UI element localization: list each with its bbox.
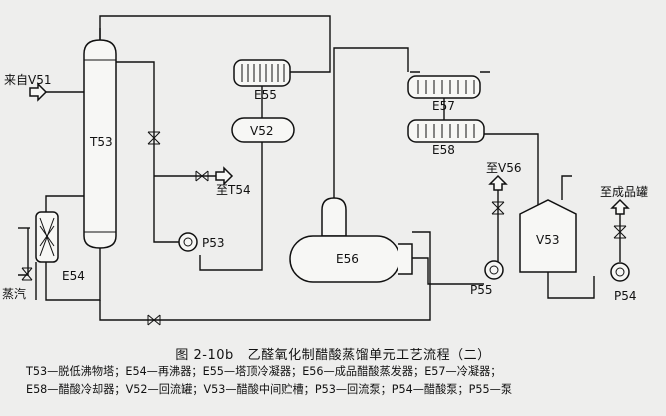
t53-overhead-vapor-line — [99, 15, 331, 73]
legend-line-1: T53—脱低沸物塔；E54—再沸器；E55—塔顶冷凝器；E56—成品醋酸蒸发器；… — [26, 365, 502, 378]
reflux-line — [115, 61, 186, 243]
e55-condenser: E55 — [233, 59, 291, 102]
to-product-arrow — [610, 198, 630, 215]
v53-tank: V53 — [519, 199, 577, 273]
v53-to-p54-line — [547, 270, 595, 299]
p54-label: P54 — [614, 289, 637, 303]
piping — [18, 15, 621, 321]
feed-arrow — [29, 82, 48, 102]
p53-label: P53 — [202, 236, 225, 250]
p55-label: P55 — [470, 283, 493, 297]
figure-caption: 图 2-10b 乙醛氧化制醋酸蒸馏单元工艺流程（二） — [0, 344, 666, 363]
e57-condenser: E57 — [407, 75, 481, 113]
e56-evaporator: E56 — [289, 197, 413, 283]
to-product-tank-label: 至成品罐 — [600, 185, 648, 199]
t53-bottom-to-e54-line — [45, 244, 101, 301]
e58-cooler: E58 — [407, 119, 485, 157]
v52-label: V52 — [250, 124, 273, 138]
v52-reflux-drum: V52 — [231, 117, 295, 143]
to-v56-arrow — [488, 174, 508, 191]
legend-line-2: E58—醋酸冷却器；V52—回流罐；V53—醋酸中间贮槽；P53—回流泵；P54… — [26, 383, 513, 396]
t53-column: T53 — [83, 28, 117, 249]
v53-vent-line — [561, 175, 572, 200]
p54-pump: P54 — [610, 262, 637, 303]
t53-label: T53 — [89, 135, 113, 149]
e58-label: E58 — [432, 143, 455, 157]
t54-valve — [195, 170, 209, 182]
p53-pump: P53 — [178, 232, 225, 252]
e57-label: E57 — [432, 99, 455, 113]
to-v56-label: 至V56 — [486, 161, 521, 175]
e54-label: E54 — [62, 269, 85, 283]
e56-label: E56 — [336, 252, 359, 266]
steam-label: 蒸汽 — [2, 286, 26, 301]
v53-label: V53 — [536, 233, 559, 247]
steam-valve — [21, 267, 33, 281]
to-t54-arrow — [215, 166, 234, 186]
product-valve — [613, 225, 627, 239]
e58-to-v53-line — [484, 133, 539, 210]
valves — [21, 131, 627, 326]
to-t54-label: 至T54 — [216, 183, 251, 197]
e54-reboiler: E54 — [35, 211, 85, 283]
reflux-valve — [147, 131, 161, 145]
p55-pump: P55 — [470, 260, 504, 297]
figure-number: 图 2-10b — [175, 348, 234, 363]
v52-outlet-line — [199, 140, 263, 271]
process-flow-diagram: T53 E54 E55 V52 P53 E56 — [2, 15, 648, 326]
e56-vapor-line — [333, 47, 409, 204]
figure-title: 乙醛氧化制醋酸蒸馏单元工艺流程（二） — [247, 348, 491, 363]
v56-valve — [491, 201, 505, 215]
bottom-valve — [147, 314, 161, 326]
t53-bottom-to-e56-line — [99, 231, 431, 321]
e54-return-line — [45, 195, 84, 212]
e56-to-p55-line — [412, 257, 484, 285]
flow-arrows — [29, 82, 630, 215]
e55-label: E55 — [254, 88, 277, 102]
from-v51-label: 来自V51 — [4, 73, 51, 87]
